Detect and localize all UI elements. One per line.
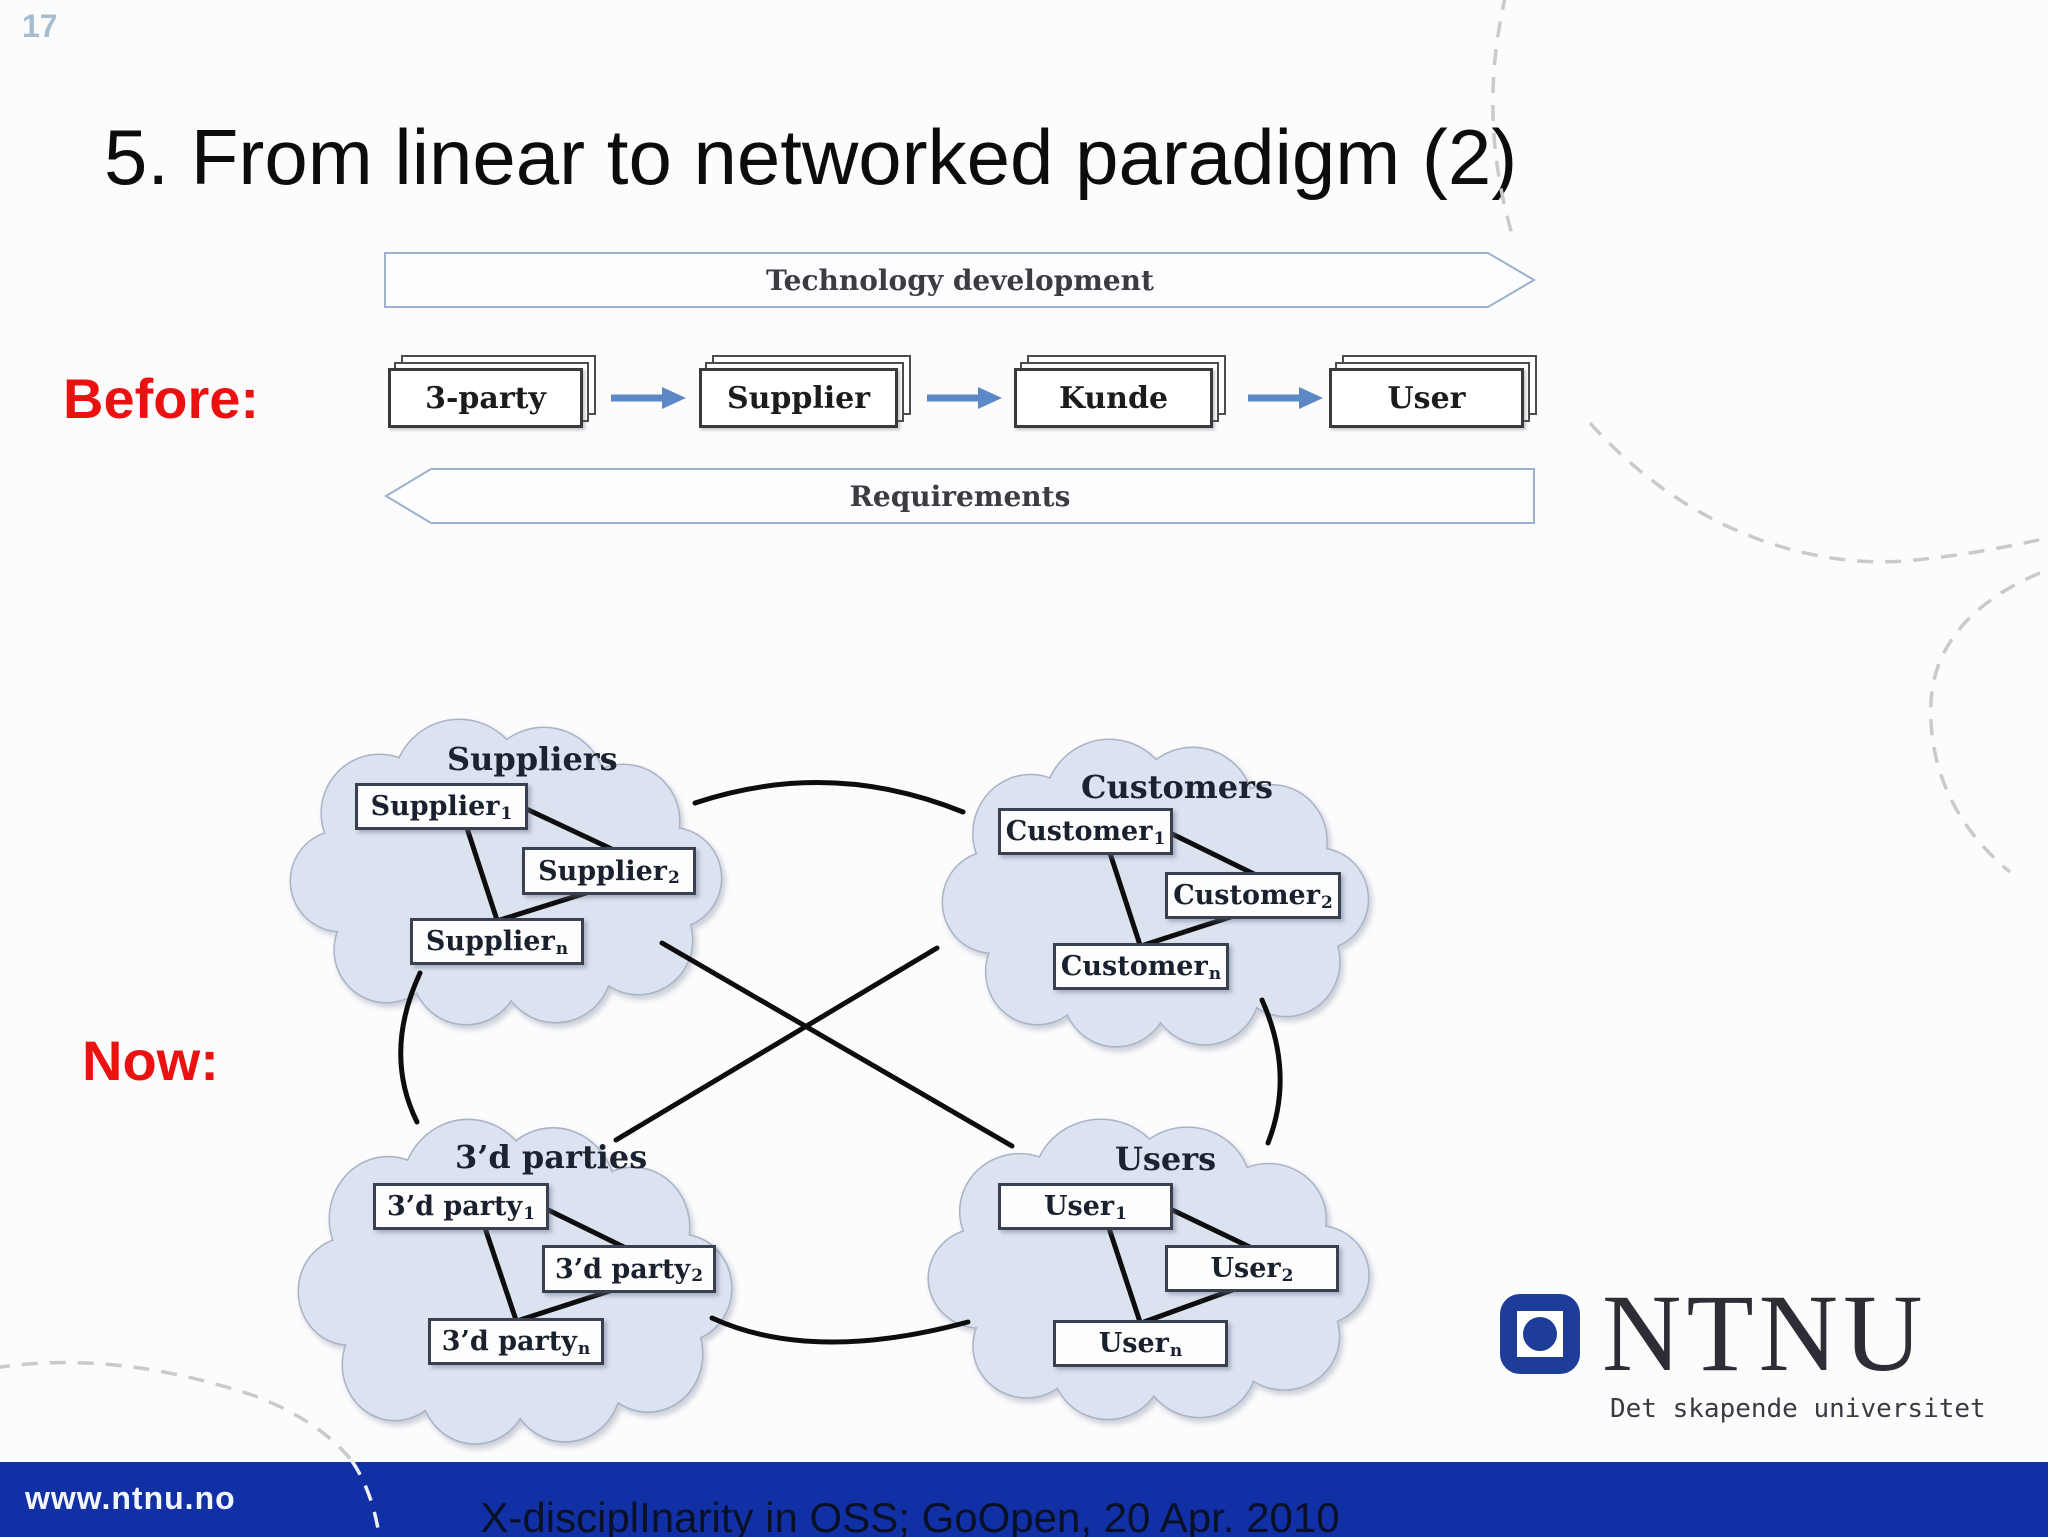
- slide-title: 5. From linear to networked paradigm (2): [104, 113, 1518, 201]
- page-number: 17: [22, 8, 58, 44]
- node-label: 3’d party: [441, 1326, 577, 1357]
- node-label: Supplier: [370, 791, 500, 822]
- node-label: User: [1210, 1253, 1281, 1284]
- node-label: User: [1044, 1191, 1115, 1222]
- ntnu-wordmark: NTNU: [1602, 1272, 1928, 1394]
- ntnu-logo-square: [1517, 1311, 1563, 1357]
- node-label: Customer: [1173, 880, 1320, 911]
- link-suppliers-users: [659, 940, 1015, 1149]
- link-customers-thirdparties: [613, 945, 940, 1143]
- link-thirdparties-users: [709, 1315, 971, 1345]
- left-arrow-banner-shape: [384, 468, 1535, 524]
- decorative-dash-swoosh: [1588, 421, 2048, 564]
- box-supplier-label: Supplier: [726, 380, 871, 416]
- technology-development-label: Technology development: [766, 263, 1154, 297]
- ntnu-logo-circle: [1523, 1317, 1557, 1351]
- cloud-title-suppliers: Suppliers: [447, 740, 618, 778]
- box-3-party-label: 3-party: [425, 380, 546, 416]
- decorative-dash-bottom-left: [0, 1360, 354, 1463]
- link-suppliers-thirdparties: [398, 970, 423, 1125]
- arrow-right-icon: [611, 387, 686, 409]
- before-label: Before:: [63, 367, 260, 430]
- footer-caption: X-disciplInarity in OSS; GoOpen, 20 Apr.…: [480, 1494, 1340, 1537]
- cloud-title-third-parties: 3’d parties: [455, 1138, 648, 1176]
- box-supplier: Supplier: [699, 355, 911, 428]
- box-user-label: User: [1387, 380, 1466, 416]
- ntnu-tagline: Det skapende universitet: [1610, 1394, 1986, 1424]
- box-user: User: [1329, 355, 1537, 428]
- footer-bar: www.ntnu.no: [0, 1462, 2048, 1537]
- node-label: Supplier: [538, 855, 667, 887]
- box-3-party: 3-party: [388, 355, 596, 428]
- decorative-dash-circle-right: [1929, 571, 2041, 874]
- link-suppliers-customers: [692, 780, 966, 815]
- box-kunde-label: Kunde: [1058, 380, 1169, 416]
- node-label: User: [1098, 1328, 1169, 1359]
- node-label: Supplier: [425, 926, 555, 957]
- node-label: 3’d party: [386, 1191, 523, 1222]
- arrow-right-icon: [927, 387, 1002, 409]
- node-label: Customer: [1060, 951, 1208, 982]
- ntnu-logo-icon: [1500, 1294, 1580, 1374]
- cloud-title-customers: Customers: [1081, 768, 1273, 806]
- node-label: Customer: [1005, 816, 1153, 847]
- technology-development-banner: Technology development: [384, 252, 1536, 308]
- box-kunde: Kunde: [1014, 355, 1226, 428]
- link-customers-users: [1259, 997, 1283, 1146]
- requirements-label: Requirements: [849, 479, 1071, 513]
- now-label: Now:: [82, 1029, 219, 1092]
- arrow-right-icon: [1248, 387, 1323, 409]
- right-arrow-banner-shape: [384, 252, 1536, 308]
- requirements-banner: Requirements: [384, 468, 1536, 524]
- footer-url: www.ntnu.no: [25, 1480, 236, 1516]
- cloud-title-users: Users: [1115, 1140, 1217, 1178]
- node-label: 3’d party: [554, 1253, 691, 1285]
